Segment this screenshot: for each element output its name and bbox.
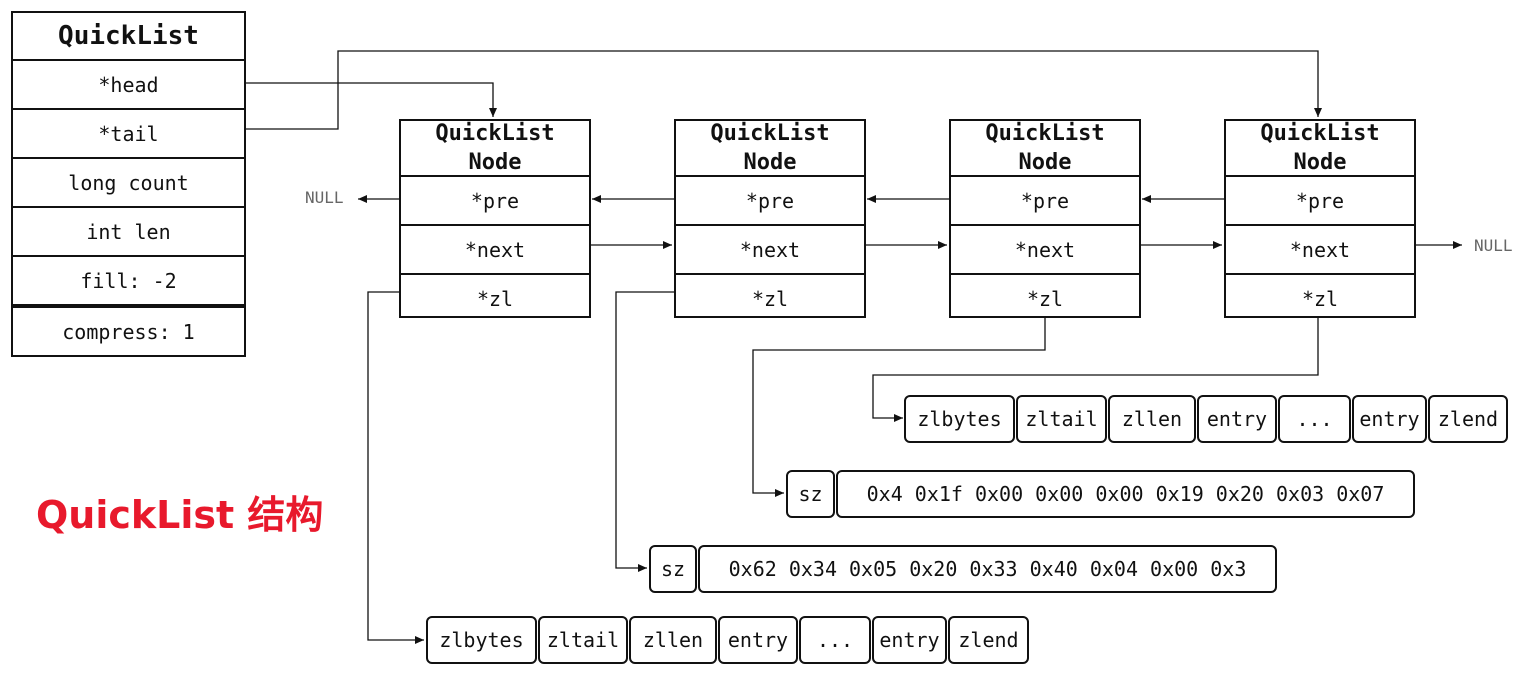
- ziplist-bottom-ellipsis: ...: [799, 616, 871, 664]
- node-title: QuickList Node: [676, 121, 864, 175]
- node-field-zl: *zl: [401, 273, 589, 322]
- node-title-line1: QuickList: [710, 121, 830, 146]
- node-field-next: *next: [401, 224, 589, 273]
- node-title-line2: Node: [1018, 150, 1072, 175]
- ziplist-top-zlend: zlend: [1428, 395, 1508, 443]
- ziplist-bottom-zltail: zltail: [538, 616, 628, 664]
- compressed-1-bytes: 0x4 0x1f 0x00 0x00 0x00 0x19 0x20 0x03 0…: [836, 470, 1415, 518]
- quicklist-field-compress: compress: 1: [13, 304, 244, 355]
- quicklist-node-2: QuickList Node *pre *next *zl: [674, 119, 866, 318]
- quicklist-field-len: int len: [13, 206, 244, 255]
- ziplist-top-zllen: zllen: [1108, 395, 1196, 443]
- quicklist-title: QuickList: [58, 21, 199, 51]
- node-field-zl: *zl: [1226, 273, 1414, 322]
- node-field-zl: *zl: [676, 273, 864, 322]
- node-title-line1: QuickList: [435, 121, 555, 146]
- node-field-next: *next: [951, 224, 1139, 273]
- tail-pointer-arrow: [246, 50, 1322, 130]
- quicklist-node-3: QuickList Node *pre *next *zl: [949, 119, 1141, 318]
- ziplist-top-zlbytes: zlbytes: [904, 395, 1015, 443]
- node-title-line2: Node: [1293, 150, 1347, 175]
- zl-arrow-node1: [367, 291, 424, 644]
- quicklist-field-count: long count: [13, 157, 244, 206]
- zl-arrow-node2: [615, 291, 674, 572]
- quicklist-field-tail: *tail: [13, 108, 244, 157]
- ziplist-bottom-zllen: zllen: [629, 616, 717, 664]
- node-title-line2: Node: [468, 150, 522, 175]
- ziplist-bottom-zlend: zlend: [948, 616, 1029, 664]
- node-title: QuickList Node: [1226, 121, 1414, 175]
- compressed-2-sz: sz: [649, 545, 697, 593]
- compressed-2-bytes: 0x62 0x34 0x05 0x20 0x33 0x40 0x04 0x00 …: [698, 545, 1277, 593]
- node-title-line1: QuickList: [1260, 121, 1380, 146]
- node-field-pre: *pre: [401, 175, 589, 224]
- ziplist-bottom-zlbytes: zlbytes: [426, 616, 537, 664]
- quicklist-field-fill: fill: -2: [13, 255, 244, 304]
- diagram-title: QuickList 结构: [36, 493, 324, 537]
- head-pointer-arrow: [246, 82, 497, 117]
- quicklist-struct: QuickList *head *tail long count int len…: [11, 11, 246, 357]
- quicklist-field-head: *head: [13, 59, 244, 108]
- node-field-pre: *pre: [1226, 175, 1414, 224]
- ziplist-bottom-entry-1: entry: [718, 616, 798, 664]
- null-label-right: NULL: [1474, 236, 1513, 255]
- ziplist-top-zltail: zltail: [1016, 395, 1107, 443]
- ziplist-top-entry-1: entry: [1197, 395, 1277, 443]
- quicklist-node-4: QuickList Node *pre *next *zl: [1224, 119, 1416, 318]
- node-field-next: *next: [1226, 224, 1414, 273]
- quicklist-node-1: QuickList Node *pre *next *zl: [399, 119, 591, 318]
- zl-arrow-node3: [752, 318, 1046, 497]
- node-field-zl: *zl: [951, 273, 1139, 322]
- ziplist-bottom-entry-2: entry: [872, 616, 947, 664]
- node-field-pre: *pre: [676, 175, 864, 224]
- node-field-next: *next: [676, 224, 864, 273]
- ziplist-top-entry-2: entry: [1352, 395, 1427, 443]
- zl-arrow-node4: [872, 318, 1319, 422]
- null-label-left: NULL: [305, 188, 344, 207]
- node-title: QuickList Node: [951, 121, 1139, 175]
- compressed-1-sz: sz: [786, 470, 835, 518]
- node-title-line1: QuickList: [985, 121, 1105, 146]
- ziplist-top-ellipsis: ...: [1278, 395, 1351, 443]
- node-field-pre: *pre: [951, 175, 1139, 224]
- node-title-line2: Node: [743, 150, 797, 175]
- node-title: QuickList Node: [401, 121, 589, 175]
